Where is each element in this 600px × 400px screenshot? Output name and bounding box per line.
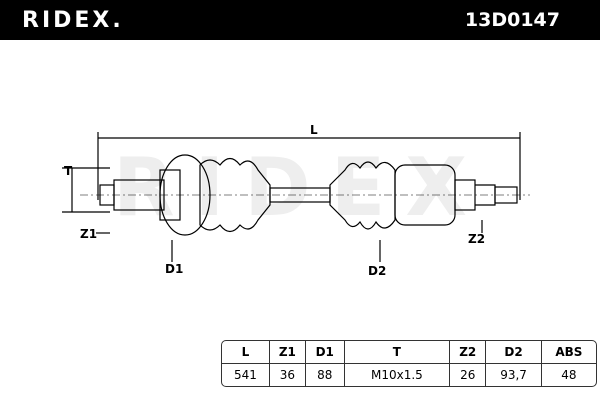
label-L: L [310,123,318,137]
table-cell: 88 [306,364,345,386]
table-row: 541 36 88 M10x1.5 26 93,7 48 [222,364,596,386]
table-header: ABS [541,341,596,364]
table-cell: 48 [561,368,577,382]
table-header: T [344,341,451,364]
label-D2: D2 [368,264,387,278]
table-cell: M10x1.5 [345,364,451,386]
part-number: 13D0147 [464,9,560,31]
drive-shaft-drawing: RIDEX [62,132,530,262]
label-T: T [64,164,73,178]
table-header: Z1 [269,341,306,364]
spec-table: L Z1 D1 T Z2 D2 ABS 541 36 88 M10x1.5 26… [221,340,597,387]
table-cell: 93,7 [486,364,542,386]
table-header-row: L Z1 D1 T Z2 D2 ABS [222,341,596,364]
table-cell: 541 [222,364,270,386]
table-header: L [222,341,270,364]
table-header: Z2 [450,341,487,364]
table-header: D1 [305,341,345,364]
table-cell: 26 [450,364,487,386]
label-Z2: Z2 [468,232,486,246]
label-Z1: Z1 [80,227,98,241]
table-cell: 36 [270,364,306,386]
label-D1: D1 [165,262,184,276]
header-bar: RIDEX. 13D0147 [0,0,600,40]
table-header: D2 [486,341,542,364]
brand-logo: RIDEX. [22,8,124,33]
